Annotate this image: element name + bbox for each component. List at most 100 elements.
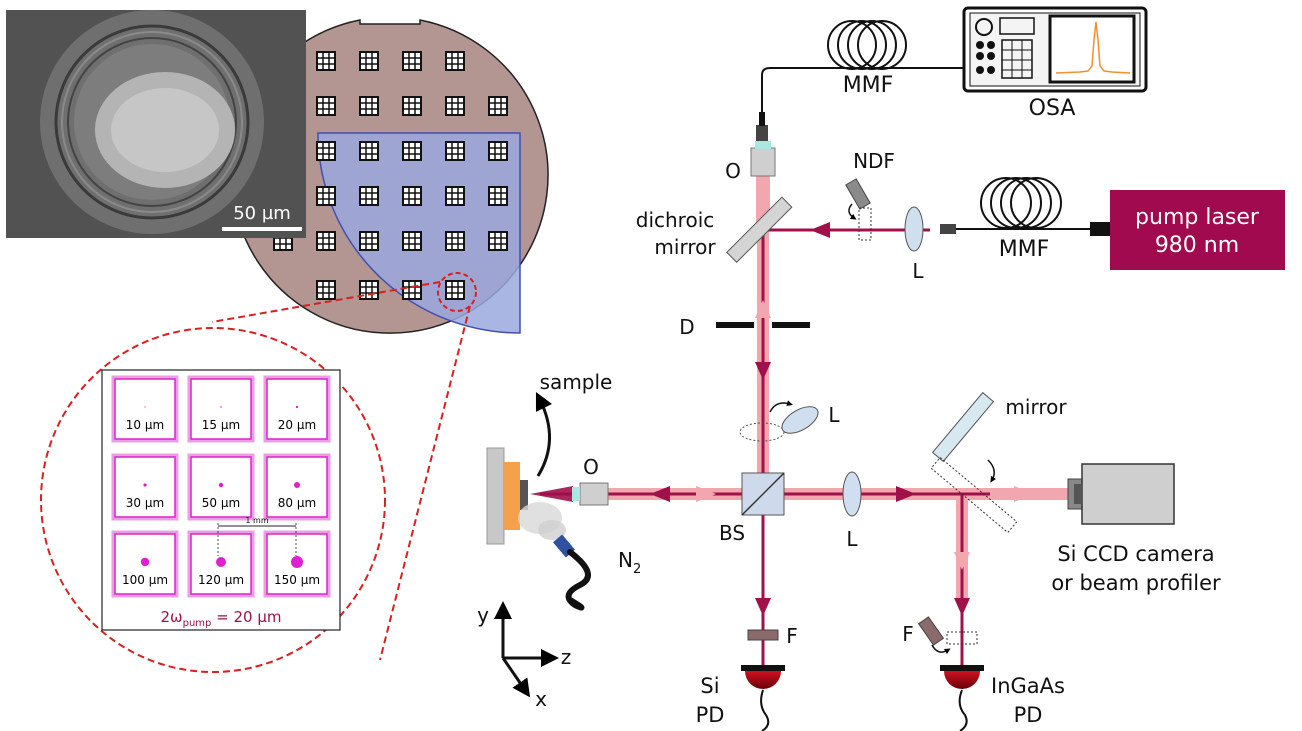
si-pd-label-1: Si xyxy=(700,674,719,698)
objective-sample-label: O xyxy=(583,455,599,479)
si-pd-label-2: PD xyxy=(696,703,725,727)
chip xyxy=(488,141,508,161)
inset-cell-label: 120 µm xyxy=(198,573,244,587)
fiber-connector-top xyxy=(756,125,768,141)
scale-bar-label: 50 µm xyxy=(233,203,291,224)
iris xyxy=(716,322,810,328)
inset-cell: 10 µm xyxy=(111,375,179,443)
bs-label: BS xyxy=(719,521,745,545)
chip xyxy=(488,231,508,251)
chip xyxy=(445,280,465,300)
fiber-osa xyxy=(761,67,975,125)
mmf-top-label: MMF xyxy=(843,73,894,98)
chip xyxy=(488,96,508,116)
filter-ingaas xyxy=(917,616,978,655)
si-photodiode xyxy=(741,665,785,731)
chip xyxy=(445,231,465,251)
inset-cell: 20 µm xyxy=(263,375,331,443)
inset-cell-label: 20 µm xyxy=(278,418,316,432)
inset-cell-label: 30 µm xyxy=(126,496,164,510)
chip xyxy=(402,96,422,116)
chip xyxy=(488,186,508,206)
chip xyxy=(316,141,336,161)
objective-sample xyxy=(572,482,609,506)
lens-camera-label: L xyxy=(846,527,858,551)
mirror-label: mirror xyxy=(1005,395,1067,419)
axis-y-label: y xyxy=(477,603,489,627)
wafer xyxy=(211,19,549,661)
sample-holder xyxy=(486,391,553,545)
n2-nozzle xyxy=(518,502,591,611)
inset-cell: 50 µm xyxy=(187,453,255,521)
axis-x-label: x xyxy=(535,687,547,711)
inset-frame xyxy=(101,369,341,631)
scale-bar xyxy=(222,227,302,231)
ingaas-photodiode xyxy=(940,665,984,731)
pump-label-2: 980 nm xyxy=(1155,233,1239,258)
inset-cell-label: 50 µm xyxy=(202,496,240,510)
filter-si xyxy=(747,629,779,641)
chip xyxy=(316,231,336,251)
n2-label: N2 xyxy=(618,548,641,577)
chip xyxy=(402,51,422,71)
inset-cell: 150 µm xyxy=(263,530,331,598)
chip xyxy=(359,96,379,116)
coordinate-axes xyxy=(494,601,559,698)
chip xyxy=(402,186,422,206)
dimension-label: 1 mm xyxy=(245,516,268,525)
lens-pump xyxy=(904,206,924,252)
filter-ingaas-label: F xyxy=(902,622,914,646)
inset-caption: 2ωpump = 20 µm xyxy=(160,608,281,629)
zoom-line-bottom xyxy=(379,305,471,661)
ingaas-label-2: PD xyxy=(1014,703,1043,727)
camera-label-1: Si CCD camera xyxy=(1057,542,1214,566)
osa-branch: MMF OSA xyxy=(756,6,1148,141)
inset-cell-label: 150 µm xyxy=(274,573,320,587)
chip xyxy=(445,51,465,71)
osa-instrument xyxy=(962,6,1148,93)
inset-cell: 80 µm xyxy=(263,453,331,521)
chip xyxy=(359,186,379,206)
chip xyxy=(359,51,379,71)
chip xyxy=(445,186,465,206)
microscope-photo: 50 µm xyxy=(6,10,306,238)
chip xyxy=(445,141,465,161)
lens-pump-label: L xyxy=(912,259,924,283)
inset-cell: 100 µm xyxy=(111,530,179,598)
camera-label-2: or beam profiler xyxy=(1051,571,1221,595)
chip xyxy=(316,186,336,206)
zoom-line-top xyxy=(211,281,441,323)
filter-si-label: F xyxy=(786,624,798,648)
inset-cell-label: 15 µm xyxy=(202,418,240,432)
mmf-pump-label: MMF xyxy=(999,237,1050,262)
osa-spectrum xyxy=(1055,21,1131,74)
ingaas-label-1: InGaAs xyxy=(991,674,1065,698)
zoom-inset: 10 µm 15 µm 20 µm 30 µm 50 µm 80 µm 100 µm 120 … xyxy=(40,327,386,673)
chip xyxy=(359,141,379,161)
lens-camera xyxy=(842,471,862,517)
chip xyxy=(316,51,336,71)
lens-flip-label: L xyxy=(828,403,840,427)
inset-cell-label: 10 µm xyxy=(126,418,164,432)
inset-cell-grid: 10 µm 15 µm 20 µm 30 µm 50 µm 80 µm 100 µm 120 … xyxy=(111,375,331,598)
sample-label: sample xyxy=(540,370,613,394)
chip xyxy=(445,96,465,116)
chip xyxy=(316,96,336,116)
ndf-filter xyxy=(845,178,872,241)
chip xyxy=(402,141,422,161)
chip xyxy=(402,280,422,300)
pump-label-1: pump laser xyxy=(1135,205,1260,230)
dichroic-mirror xyxy=(726,196,793,263)
flip-lens xyxy=(739,400,819,442)
fiber-coil-top xyxy=(827,20,907,70)
axis-z-label: z xyxy=(561,645,572,669)
objective-top xyxy=(750,141,776,177)
inset-cell-label: 100 µm xyxy=(122,573,168,587)
highlight-circle xyxy=(437,272,477,312)
dichroic-label-1: dichroic xyxy=(636,208,715,232)
pump-laser xyxy=(1110,190,1285,270)
chip xyxy=(316,280,336,300)
inset-cell: 15 µm xyxy=(187,375,255,443)
pump-fiber xyxy=(940,177,1110,236)
